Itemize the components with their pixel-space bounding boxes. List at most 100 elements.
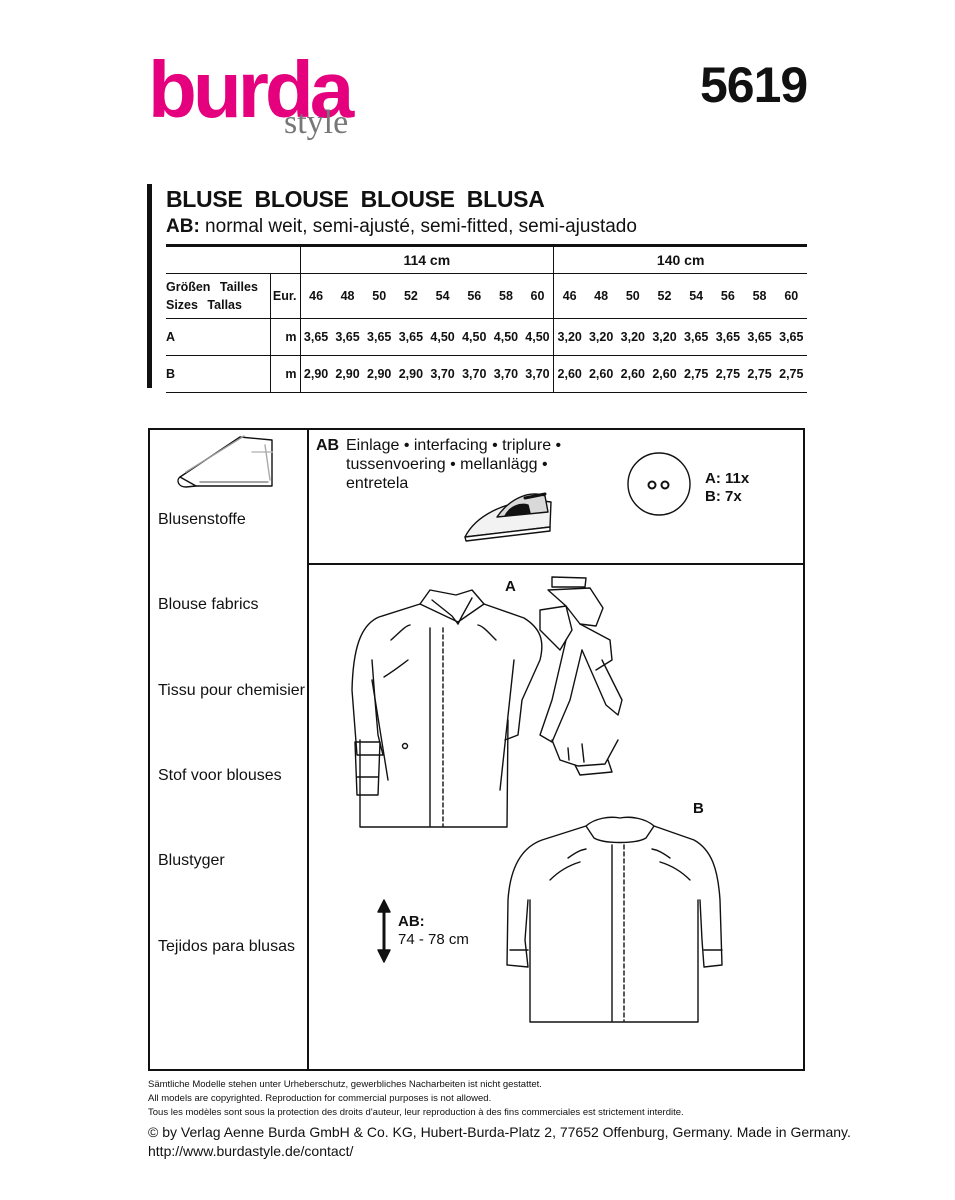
size-cell: 50 [616, 273, 649, 319]
legal-note-fr: Tous les modèles sont sous la protection… [148, 1107, 684, 1118]
size-cell: 58 [743, 273, 776, 319]
yardage-cell: 2,60 [553, 355, 586, 393]
unit-label: m [269, 355, 301, 393]
size-cell: 52 [395, 273, 427, 319]
size-cell: 46 [553, 273, 586, 319]
legal-note-en: All models are copyrighted. Reproduction… [148, 1093, 492, 1104]
yardage-cell: 3,65 [743, 318, 776, 356]
fit-description: AB: normal weit, semi-ajusté, semi-fitte… [166, 216, 637, 238]
yardage-cell: 4,50 [521, 318, 555, 356]
yardage-cell: 3,20 [648, 318, 681, 356]
interfacing-line: Einlage • interfacing • triplure • [346, 437, 562, 454]
view-b-label: B [166, 355, 270, 393]
size-cell: 54 [680, 273, 713, 319]
yardage-cell: 3,70 [458, 355, 491, 393]
length-arrow-icon [377, 899, 391, 963]
size-cell: 60 [775, 273, 808, 319]
yardage-cell: 2,90 [395, 355, 427, 393]
interfacing-note: AB Einlage • interfacing • triplure • tus… [316, 436, 561, 493]
notions-views-label: AB [316, 437, 340, 454]
fabric-item-es: Tejidos para blusas [158, 938, 295, 955]
legal-note-de: Sämtliche Modelle stehen unter Urhebersc… [148, 1079, 542, 1090]
bow-tie-detail-illustration [539, 576, 623, 776]
fit-text: normal weit, semi-ajusté, semi-fitted, s… [199, 216, 637, 237]
fabric-bolt-icon [177, 435, 273, 488]
yardage-cell: 2,90 [331, 355, 364, 393]
yardage-cell: 3,20 [553, 318, 586, 356]
size-cell: 60 [521, 273, 555, 319]
yardage-cell: 4,50 [458, 318, 491, 356]
fabric-item-sv: Blustyger [158, 852, 225, 869]
size-cell: 48 [331, 273, 364, 319]
pattern-number: 5619 [700, 57, 808, 113]
panel-divider-horizontal [307, 563, 805, 565]
yardage-cell: 2,75 [743, 355, 776, 393]
yardage-cell: 3,65 [331, 318, 364, 356]
yardage-cell: 3,70 [490, 355, 522, 393]
view-a-label: A [166, 318, 270, 356]
eur-label: Eur. [269, 273, 301, 319]
width-114-header: 114 cm [300, 244, 555, 274]
title-accent-bar [147, 184, 152, 388]
yardage-cell: 2,60 [585, 355, 617, 393]
copyright-line: © by Verlag Aenne Burda GmbH & Co. KG, H… [148, 1124, 851, 1140]
yardage-cell: 4,50 [490, 318, 522, 356]
length-value: 74 - 78 cm [398, 931, 469, 948]
yardage-cell: 3,65 [712, 318, 744, 356]
size-cell: 46 [300, 273, 332, 319]
yardage-cell: 3,70 [426, 355, 459, 393]
fabric-width-row: 114 cm 140 cm [166, 244, 808, 274]
width-140-header: 140 cm [553, 244, 808, 274]
fabric-item-fr: Tissu pour chemisier [158, 682, 306, 699]
interfacing-line: entretela [346, 475, 409, 492]
yardage-row-b: B m 2,90 2,90 2,90 2,90 3,70 3,70 3,70 3… [166, 355, 808, 393]
yardage-cell: 3,20 [616, 318, 649, 356]
view-a-tag: A [505, 578, 516, 595]
size-cell: 56 [712, 273, 744, 319]
yardage-cell: 3,20 [585, 318, 617, 356]
blouse-view-a-illustration [351, 589, 543, 828]
brand-logo-sub: style [284, 104, 349, 141]
button-icon [627, 452, 691, 516]
yardage-cell: 3,65 [395, 318, 427, 356]
interfacing-line: tussenvoering • mellanlägg • [346, 456, 548, 473]
size-cell: 50 [363, 273, 396, 319]
yardage-cell: 2,90 [300, 355, 332, 393]
page-title: BLUSE BLOUSE BLOUSE BLUSA [166, 186, 545, 212]
fabric-item-nl: Stof voor blouses [158, 767, 282, 784]
yardage-cell: 4,50 [426, 318, 459, 356]
blouse-view-b-illustration [506, 816, 723, 1023]
brand-logo: burda [148, 45, 354, 134]
contact-url-link[interactable]: http://www.burdastyle.de/contact/ [148, 1143, 354, 1159]
size-cell: 56 [458, 273, 491, 319]
size-cell: 58 [490, 273, 522, 319]
yardage-cell: 3,70 [521, 355, 555, 393]
button-count-a: A: 11x [705, 470, 750, 487]
size-cell: 48 [585, 273, 617, 319]
length-label: AB: [398, 913, 425, 930]
fabric-item-de: Blusenstoffe [158, 511, 246, 528]
finished-length: AB: 74 - 78 cm [398, 913, 469, 949]
yardage-cell: 3,65 [300, 318, 332, 356]
size-cell: 52 [648, 273, 681, 319]
iron-icon [464, 492, 552, 542]
yardage-cell: 2,60 [648, 355, 681, 393]
info-panel [148, 428, 805, 1071]
fabric-item-en: Blouse fabrics [158, 596, 259, 613]
yardage-cell: 2,60 [616, 355, 649, 393]
yardage-row-a: A m 3,65 3,65 3,65 3,65 4,50 4,50 4,50 4… [166, 318, 808, 356]
size-cell: 54 [426, 273, 459, 319]
yardage-cell: 3,65 [775, 318, 808, 356]
fit-label: AB: [166, 216, 200, 237]
panel-divider-vertical [307, 428, 309, 1071]
yardage-cell: 2,75 [775, 355, 808, 393]
yardage-cell: 2,75 [680, 355, 713, 393]
button-count: A: 11x B: 7x [705, 470, 749, 506]
yardage-cell: 2,90 [363, 355, 396, 393]
yardage-cell: 3,65 [680, 318, 713, 356]
view-b-tag: B [693, 800, 704, 817]
